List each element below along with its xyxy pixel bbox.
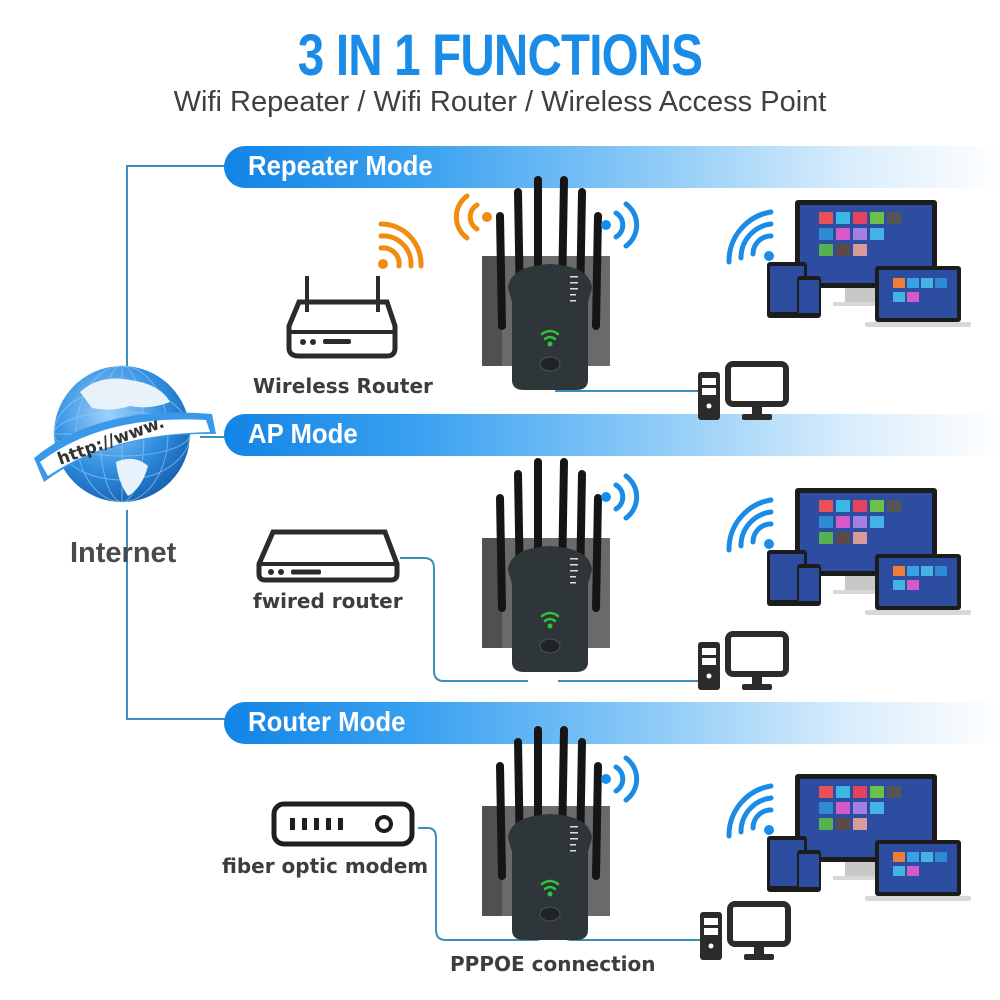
connection-label: PPPOE connection	[450, 952, 656, 976]
multi-device-icon	[726, 488, 971, 615]
banner-ap-mode: AP Mode	[224, 414, 1000, 456]
multi-device-icon	[726, 200, 971, 327]
wifi-signal-left-orange-icon	[453, 193, 492, 241]
ethernet-cable-ap	[400, 557, 528, 682]
wired-router-icon	[256, 529, 400, 583]
page-title: 3 IN 1 FUNCTIONS	[297, 23, 703, 88]
banner-repeater-mode: Repeater Mode	[224, 146, 1000, 188]
mode-title: Router Mode	[248, 706, 406, 737]
mode-title: Repeater Mode	[248, 150, 433, 181]
globe-icon: http://www.	[34, 365, 216, 503]
connector-line-top-horizontal	[126, 165, 226, 167]
wifi-extender-device	[482, 726, 610, 940]
wifi-signal-right-blue-icon	[601, 755, 640, 803]
wifi-extender-device	[482, 176, 610, 390]
desktop-computer-icon	[698, 631, 789, 690]
wifi-extender-device	[482, 458, 610, 672]
desktop-computer-icon	[700, 901, 791, 960]
wifi-signal-icon	[726, 209, 774, 265]
connector-line-vertical-upper	[126, 165, 128, 375]
connector-line-bottom-horizontal	[126, 718, 226, 720]
wireless-router-icon	[286, 276, 398, 359]
wifi-signal-icon-orange	[378, 221, 424, 269]
ethernet-cable	[558, 680, 698, 682]
connector-line-middle-horizontal	[200, 436, 226, 438]
wifi-signal-right-blue-icon	[601, 473, 640, 521]
fiber-modem-icon	[271, 801, 415, 847]
connector-line-vertical-lower	[126, 510, 128, 720]
ethernet-cable	[555, 390, 705, 392]
internet-label: Internet	[70, 537, 177, 569]
multi-device-icon	[726, 774, 971, 901]
desktop-computer-icon	[698, 361, 789, 420]
source-device-label: fiber optic modem	[222, 854, 429, 878]
source-device-label: Wireless Router	[253, 374, 433, 398]
banner-router-mode: Router Mode	[224, 702, 1000, 744]
mode-title: AP Mode	[248, 418, 358, 449]
wifi-signal-right-blue-icon	[601, 201, 640, 249]
page-subtitle: Wifi Repeater / Wifi Router / Wireless A…	[173, 86, 827, 118]
source-device-label: fwired router	[253, 589, 403, 613]
